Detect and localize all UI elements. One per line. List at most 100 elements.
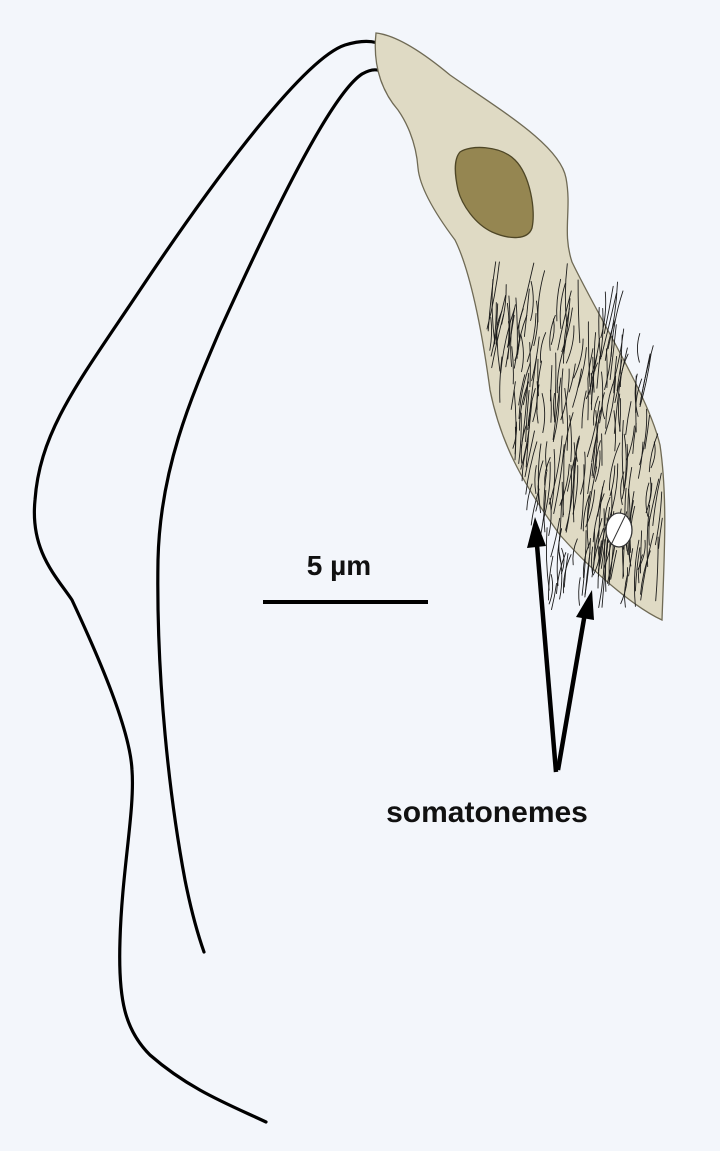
- arrow-right: [555, 612, 588, 771]
- somatoneme-hair: [526, 483, 533, 511]
- somatonemes-hairs: [486, 261, 663, 611]
- somatoneme-hair: [604, 335, 613, 391]
- somatoneme-hair: [530, 280, 534, 321]
- somatoneme-hair: [601, 392, 606, 420]
- somatoneme-hair: [540, 332, 547, 364]
- somatoneme-hair: [634, 547, 641, 592]
- somatoneme-hair: [500, 307, 516, 374]
- somatoneme-hair: [582, 495, 590, 532]
- somatoneme-hair: [510, 381, 516, 410]
- somatoneme-hair: [596, 355, 601, 389]
- contractile-vacuole-line: [610, 515, 626, 546]
- somatoneme-hair: [522, 372, 530, 406]
- somatoneme-hair: [654, 491, 663, 546]
- somatoneme-hair: [639, 408, 648, 466]
- somatoneme-hair: [652, 472, 662, 527]
- somatoneme-hair: [550, 318, 555, 345]
- somatoneme-hair: [634, 373, 639, 417]
- somatoneme-hair: [499, 356, 503, 403]
- somatoneme-hair: [604, 319, 616, 361]
- somatoneme-hair: [496, 303, 501, 372]
- somatoneme-hair: [592, 493, 605, 543]
- somatoneme-hair: [595, 440, 601, 473]
- somatoneme-hair: [543, 471, 548, 533]
- somatoneme-hair: [600, 293, 617, 358]
- somatoneme-hair: [549, 389, 552, 423]
- somatoneme-hair: [517, 262, 535, 330]
- somatoneme-hair: [640, 530, 643, 574]
- somatoneme-hair: [644, 414, 650, 450]
- somatoneme-hair: [518, 362, 531, 420]
- somatoneme-hair: [507, 295, 511, 360]
- somatoneme-hair: [489, 317, 493, 351]
- somatoneme-hair: [542, 461, 551, 521]
- somatoneme-hair: [544, 457, 551, 486]
- somatoneme-hair: [646, 504, 651, 568]
- somatoneme-hair: [638, 554, 643, 584]
- somatoneme-hair: [617, 393, 621, 432]
- somatoneme-hair: [525, 441, 538, 495]
- somatoneme-hair: [487, 261, 497, 332]
- somatoneme-hair: [564, 263, 568, 327]
- somatoneme-hair: [573, 456, 577, 523]
- somatoneme-hair: [548, 435, 563, 505]
- somatoneme-hair: [607, 281, 618, 350]
- somatoneme-hair: [565, 325, 575, 364]
- somatoneme-hair: [591, 410, 601, 477]
- somatoneme-hair: [648, 515, 651, 546]
- somatoneme-hair: [587, 321, 591, 388]
- somatoneme-hair: [552, 386, 560, 443]
- somatoneme-hair: [655, 536, 659, 602]
- somatoneme-hair: [501, 284, 507, 325]
- somatoneme-hair: [620, 567, 629, 605]
- somatoneme-hair: [598, 307, 604, 366]
- somatoneme-hair: [511, 346, 514, 385]
- somatoneme-hair: [572, 538, 578, 566]
- somatoneme-hair: [634, 539, 640, 607]
- somatoneme-hair: [550, 517, 561, 558]
- somatoneme-hair: [600, 507, 611, 569]
- somatoneme-hair: [598, 539, 606, 608]
- somatoneme-hair: [560, 368, 570, 421]
- somatoneme-hair: [613, 410, 616, 452]
- somatonemes-label: somatonemes: [386, 796, 588, 829]
- nucleus: [454, 146, 534, 239]
- somatoneme-hair: [648, 433, 659, 473]
- somatoneme-hair: [595, 450, 601, 482]
- somatoneme-hair: [549, 314, 556, 351]
- somatoneme-hair: [557, 290, 572, 351]
- somatoneme-hair: [592, 528, 604, 572]
- somatoneme-hair: [551, 583, 557, 611]
- somatoneme-hair: [640, 550, 651, 595]
- somatoneme-hair: [619, 353, 629, 388]
- somatoneme-hair: [526, 313, 537, 363]
- somatoneme-hair: [586, 400, 601, 458]
- somatoneme-hair: [639, 354, 652, 408]
- somatoneme-hair: [658, 517, 663, 549]
- somatoneme-hair: [645, 482, 650, 517]
- somatoneme-hair: [562, 455, 565, 518]
- somatoneme-hair: [647, 477, 652, 508]
- somatoneme-hair: [587, 348, 594, 380]
- somatoneme-hair: [613, 372, 622, 434]
- somatoneme-hair: [621, 419, 625, 490]
- somatoneme-hair: [537, 358, 539, 397]
- somatoneme-hair: [597, 508, 605, 572]
- somatoneme-hair: [505, 314, 515, 368]
- somatoneme-hair: [533, 300, 539, 347]
- arrow-right-head: [576, 590, 594, 620]
- somatoneme-hair: [556, 278, 562, 322]
- somatoneme-hair: [626, 425, 635, 461]
- somatoneme-hair: [599, 371, 604, 424]
- somatoneme-hair: [587, 462, 593, 495]
- somatoneme-hair: [604, 496, 611, 526]
- somatoneme-hair: [582, 541, 591, 579]
- somatoneme-hair: [609, 465, 616, 497]
- somatoneme-hair: [512, 421, 518, 449]
- somatoneme-hair: [580, 464, 585, 530]
- somatoneme-hair: [525, 390, 530, 442]
- somatoneme-hair: [490, 294, 507, 357]
- somatoneme-hair: [564, 388, 569, 451]
- somatoneme-hair: [566, 437, 580, 492]
- somatoneme-hair: [524, 430, 535, 478]
